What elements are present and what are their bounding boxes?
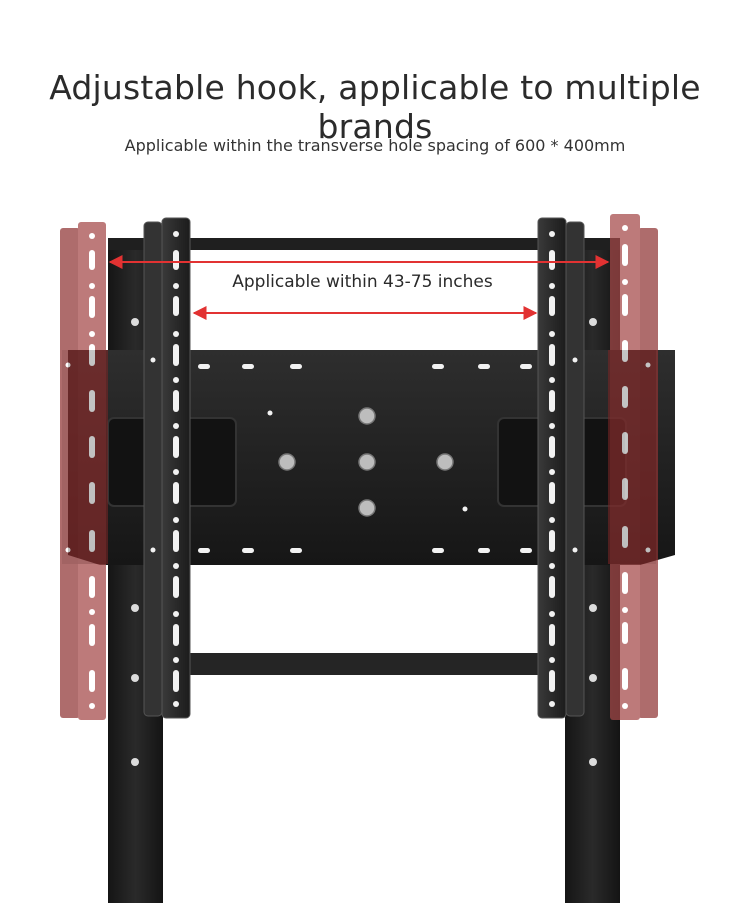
hook-red-left xyxy=(60,222,108,720)
page-title: Adjustable hook, applicable to multiple … xyxy=(49,68,701,146)
top-crossbar xyxy=(108,238,620,250)
lower-crossbar xyxy=(150,653,580,675)
page-subtitle: Applicable within the transverse hole sp… xyxy=(124,136,626,155)
mounting-plate xyxy=(68,350,675,565)
hook-black-right xyxy=(537,217,585,719)
plate-bolts xyxy=(278,407,454,517)
hook-red-right xyxy=(608,214,658,720)
size-range-label: Applicable within 43-75 inches xyxy=(232,272,493,292)
dimension-arrows xyxy=(108,255,610,320)
hook-black-left xyxy=(143,217,191,719)
